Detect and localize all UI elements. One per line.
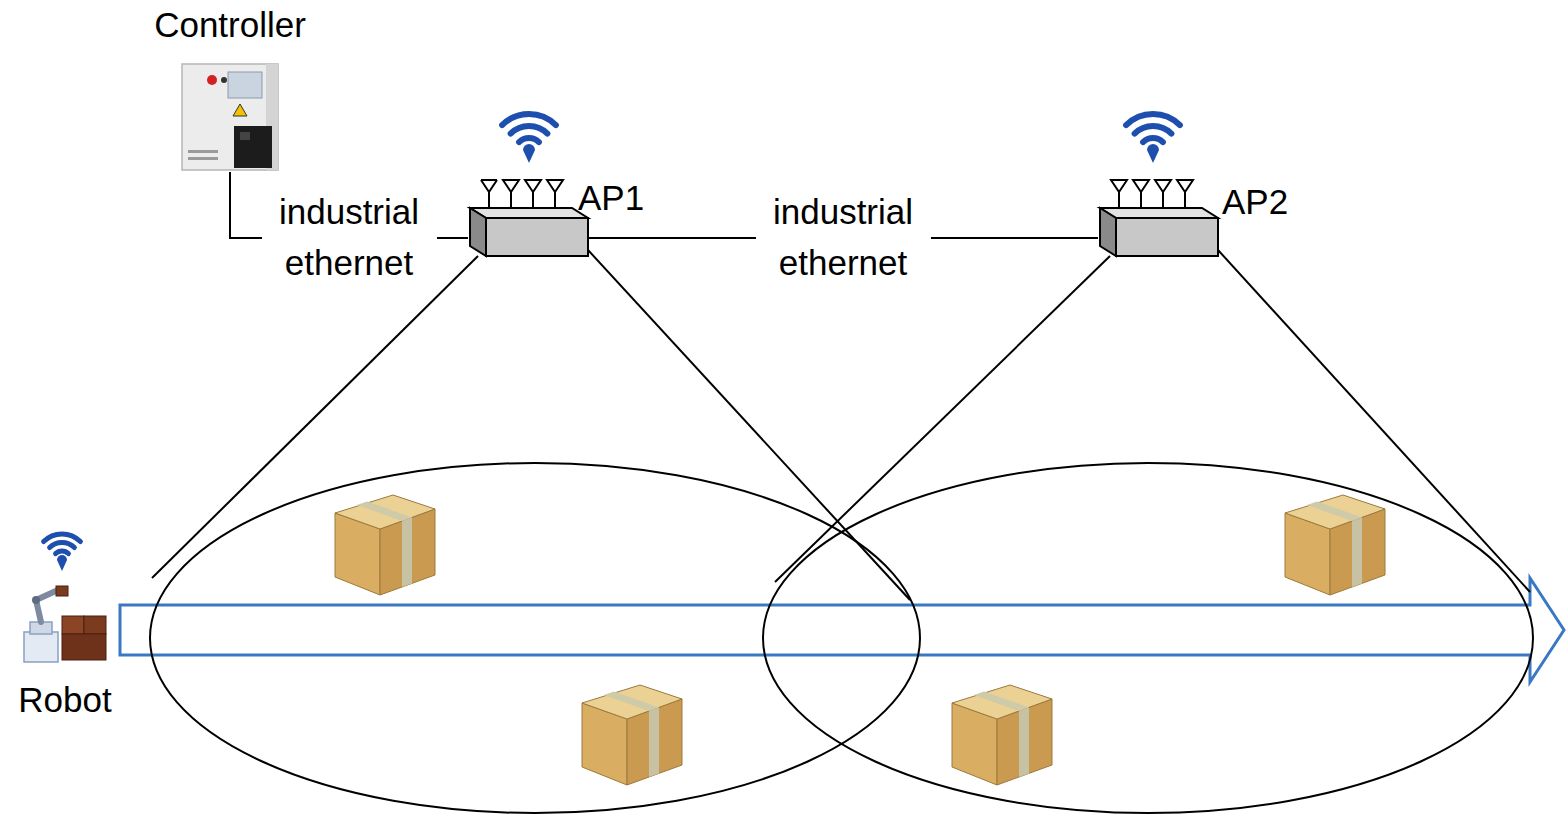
coverage-area	[150, 463, 920, 813]
package-box	[335, 495, 435, 595]
wifi-arc	[1143, 138, 1163, 142]
package-box	[582, 685, 682, 785]
stacked-box	[84, 616, 106, 634]
travel-arrow	[120, 578, 1564, 682]
wifi-symbol	[502, 114, 556, 142]
antenna	[525, 180, 541, 209]
cabinet-panel	[234, 126, 272, 168]
wifi-arc	[44, 534, 81, 542]
robot-icon	[24, 534, 106, 662]
cabinet-plate	[228, 72, 262, 98]
node-label: Robot	[18, 679, 111, 721]
cabinet-vent	[188, 157, 218, 160]
antenna	[547, 180, 563, 209]
wifi-arc	[511, 126, 548, 134]
wifi-arc	[1126, 114, 1180, 125]
wifi-dot	[1147, 144, 1159, 163]
access-point: AP2	[1098, 208, 1218, 256]
coverage-area	[763, 463, 1533, 813]
stop-button	[207, 75, 217, 85]
robot-arm	[36, 590, 58, 622]
controller-unit: Controller	[180, 62, 280, 172]
edge-label: industrial ethernet	[262, 187, 437, 289]
node-label: AP1	[578, 177, 644, 219]
antenna	[1111, 180, 1127, 209]
cabinet-vent	[188, 150, 218, 153]
access-point: AP1	[468, 208, 588, 256]
antenna-array	[481, 180, 563, 209]
wifi-dot	[57, 555, 67, 571]
device-top	[1100, 208, 1218, 218]
antenna	[1177, 180, 1193, 209]
node-label: AP2	[1222, 181, 1288, 223]
wifi-arc	[1135, 126, 1172, 134]
access-point-device	[1100, 114, 1218, 256]
wifi-dot	[523, 144, 535, 163]
antenna	[1155, 180, 1171, 209]
device-front	[486, 218, 588, 256]
controller-cabinet	[182, 64, 278, 170]
wifi-arc	[50, 542, 75, 547]
held-box	[56, 586, 68, 596]
cabinet-body	[182, 64, 278, 170]
antenna-array	[1111, 180, 1193, 209]
warning-sign	[233, 104, 247, 116]
coverage-line	[588, 250, 910, 600]
edge-label: industrial ethernet	[756, 187, 931, 289]
node-label: Controller	[154, 4, 306, 46]
robot-joint	[32, 596, 40, 604]
wifi-arc	[56, 551, 69, 554]
package-box	[952, 685, 1052, 785]
wifi-symbol	[1126, 114, 1180, 142]
antenna	[481, 180, 497, 209]
robot-unit: Robot	[20, 585, 110, 665]
robot-base	[24, 632, 58, 662]
stacked-box	[62, 616, 84, 634]
device-side	[1100, 208, 1116, 256]
access-point-device	[470, 114, 588, 256]
wifi-arc	[519, 138, 539, 142]
package-box	[1285, 495, 1385, 595]
wifi-arc	[502, 114, 556, 125]
stacked-box	[62, 634, 106, 660]
device-side	[470, 208, 486, 256]
antenna	[503, 180, 519, 209]
cabinet-port	[240, 132, 250, 140]
coverage-line	[775, 256, 1110, 582]
wifi-symbol	[44, 534, 81, 554]
device-top	[470, 208, 588, 218]
device-front	[1116, 218, 1218, 256]
antenna	[1133, 180, 1149, 209]
antenna	[481, 179, 497, 181]
key-switch	[221, 77, 227, 83]
